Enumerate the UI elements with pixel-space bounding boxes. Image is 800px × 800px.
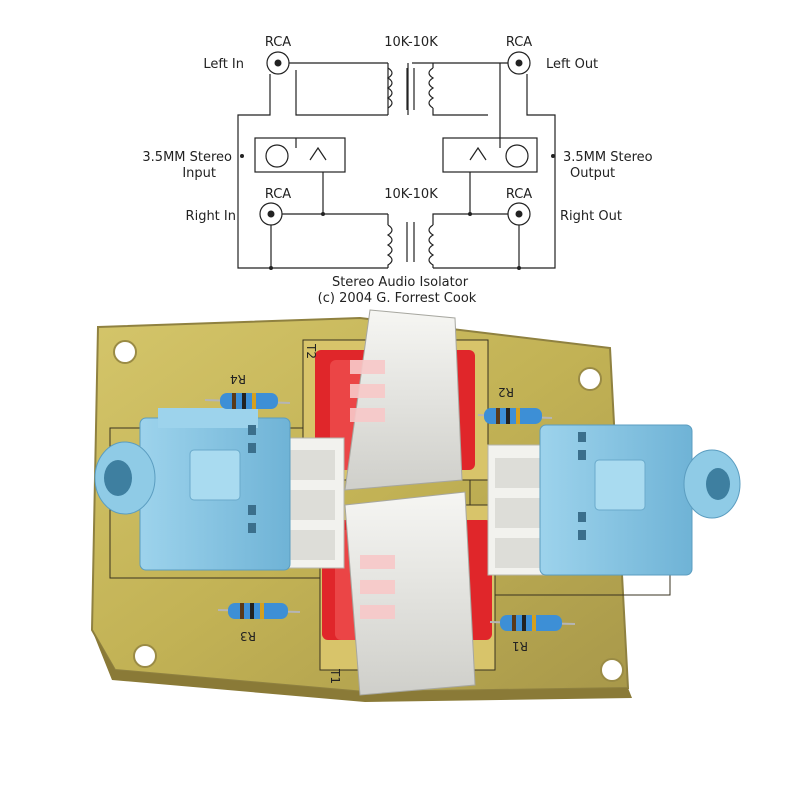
left-transformer-primary-coil <box>386 67 393 109</box>
pcb-board-photo: R4 R2 R3 R1 T2 T1 <box>90 309 741 702</box>
silk-label-r2: R2 <box>498 385 514 399</box>
right-out-rca-pin <box>515 210 523 218</box>
right-ground-wire <box>433 74 556 269</box>
left-ground-wire <box>237 74 388 269</box>
left-in-rca-pin <box>274 59 282 67</box>
schematic-diagram: RCA RCA 10K-10K Left In Left Out 3.5MM S… <box>142 35 653 306</box>
top-left-connector-label: RCA <box>265 35 291 50</box>
transformer-t1-core <box>344 491 476 696</box>
transformer-t2-core <box>344 309 463 491</box>
right-in-rca-pin <box>267 210 275 218</box>
audio-jack-left <box>94 408 291 571</box>
signal-node-2 <box>468 212 472 216</box>
caption-title: Stereo Audio Isolator <box>332 275 469 290</box>
top-right-connector-label: RCA <box>506 35 532 50</box>
output-jack-node <box>551 154 555 158</box>
header-connector-left <box>281 437 345 569</box>
pcb-edge <box>92 630 632 702</box>
stereo-input-label-line1: 3.5MM Stereo <box>142 150 232 165</box>
left-transformer-secondary-coil <box>428 67 435 109</box>
stereo-output-label-line1: 3.5MM Stereo <box>563 150 653 165</box>
right-channel-circuit <box>259 172 531 268</box>
silk-label-r4: R4 <box>230 372 246 386</box>
signal-node-1 <box>321 212 325 216</box>
input-jack-node <box>240 154 244 158</box>
bottom-right-connector-label: RCA <box>506 187 532 202</box>
ground-node-2 <box>517 266 521 270</box>
resistor-r1 <box>489 615 576 631</box>
bottom-transformer-label: 10K-10K <box>384 187 438 202</box>
transformer-t1 <box>319 491 496 696</box>
caption-credit: (c) 2004 G. Forrest Cook <box>318 291 477 306</box>
silk-label-t2: T2 <box>304 343 318 359</box>
silk-label-r3: R3 <box>240 629 256 643</box>
left-primary-wires <box>289 62 409 115</box>
resistor-r4 <box>204 393 291 409</box>
right-out-label: Right Out <box>560 209 622 224</box>
mounting-hole-bottom-left <box>133 644 157 668</box>
left-channel-circuit <box>237 51 556 269</box>
right-transformer-primary-coil <box>386 224 393 268</box>
silk-label-t1: T1 <box>328 668 342 684</box>
ground-node-1 <box>269 266 273 270</box>
left-secondary-wires <box>432 63 488 116</box>
mounting-hole-bottom-right <box>600 658 624 682</box>
stereo-input-label-line2: Input <box>182 166 216 181</box>
left-signal-wire <box>295 70 388 116</box>
top-transformer-label: 10K-10K <box>384 35 438 50</box>
left-in-label: Left In <box>203 57 244 72</box>
silk-label-r1: R1 <box>512 639 528 653</box>
bottom-left-connector-label: RCA <box>265 187 291 202</box>
transformer-t2 <box>302 309 489 491</box>
right-primary-wires <box>282 213 389 225</box>
stereo-output-jack-symbol <box>442 130 538 173</box>
left-out-label: Left Out <box>546 57 598 72</box>
right-transformer-secondary-coil <box>428 224 435 268</box>
mounting-hole-top-left <box>113 340 137 364</box>
resistor-r2 <box>477 408 553 424</box>
left-out-rca-pin <box>515 59 523 67</box>
stereo-output-label-line2: Output <box>570 166 615 181</box>
right-secondary-wires <box>432 213 508 225</box>
audio-jack-right <box>539 424 741 576</box>
mounting-hole-top-right <box>578 367 602 391</box>
resistor-r3 <box>217 603 301 619</box>
stereo-input-jack-symbol <box>254 137 346 173</box>
right-in-label: Right In <box>186 209 236 224</box>
